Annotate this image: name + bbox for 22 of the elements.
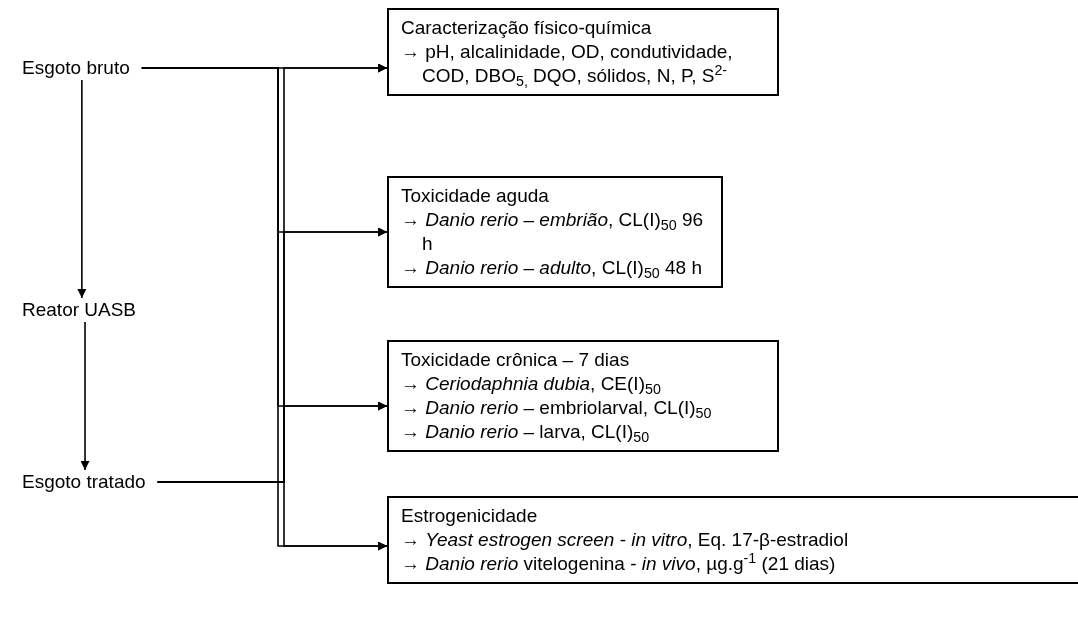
box-item: → pH, alcalinidade, OD, condutividade, COD, DBO$_{5,}$ DQO, sólidos, N, P, S$^{2-}$ (401, 40, 734, 88)
step-label: Reator UASB (22, 298, 149, 322)
box-item: → Yeast estrogen screen - in vitro, Eq. 17-β-estradiol (401, 528, 850, 552)
arrow (77, 79, 87, 299)
step-label: Esgoto bruto (22, 56, 142, 80)
analysis-box (387, 8, 779, 96)
box-item: → Danio rerio vitelogenina - in vivo, µg.g$^{-1}$ (21 dias) (401, 552, 836, 576)
step-label: Esgoto tratado (22, 470, 158, 494)
box-heading: Estrogenicidade (401, 504, 539, 528)
box-heading: Toxicidade crônica – 7 dias (401, 348, 631, 372)
analysis-box (387, 496, 1078, 584)
box-item: → Danio rerio – embrião, CL(I)$_{50}$ 96 h (401, 208, 705, 256)
box-item: → Ceriodaphnia dubia, CE(I)$_{50}$ (401, 372, 662, 396)
analysis-box (387, 176, 723, 288)
arrow (80, 321, 90, 471)
box-item: → Danio rerio – embriolarval, CL(I)$_{50}$ (401, 396, 713, 420)
box-item: → Danio rerio – larva, CL(I)$_{50}$ (401, 420, 651, 444)
box-heading: Caracterização físico-química (401, 16, 653, 40)
arrow (156, 481, 388, 551)
box-item: → Danio rerio – adulto, CL(I)$_{50}$ 48 h (401, 256, 703, 280)
analysis-box (387, 340, 779, 452)
box-heading: Toxicidade aguda (401, 184, 550, 208)
